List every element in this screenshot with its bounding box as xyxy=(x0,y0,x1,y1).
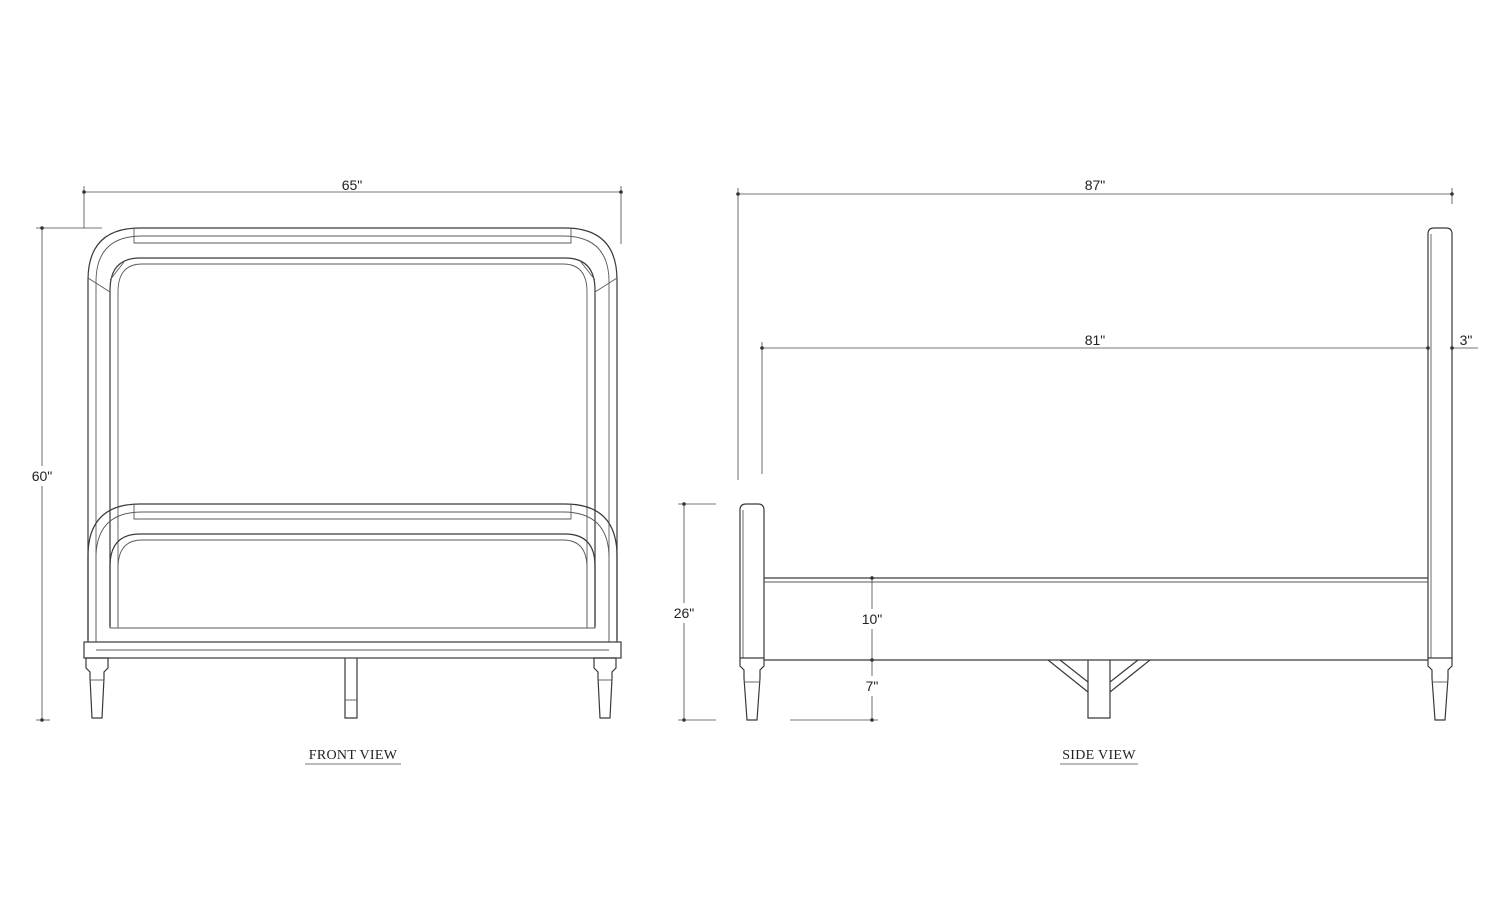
clearance-label: 7" xyxy=(866,678,879,694)
side-inner-length-label: 81" xyxy=(1085,332,1106,348)
side-length-label: 87" xyxy=(1085,177,1106,193)
side-view-title: SIDE VIEW xyxy=(1062,748,1136,763)
front-height-label: 60" xyxy=(32,468,53,484)
rail-height-dimension: 10" xyxy=(856,576,888,662)
front-width-label: 65" xyxy=(342,177,363,193)
footboard-outer xyxy=(87,503,618,642)
headboard-outer xyxy=(87,227,618,640)
side-center-support xyxy=(1047,659,1151,719)
front-view-drawing: 65" 60" FRONT VIEW xyxy=(28,177,623,765)
front-leg-right xyxy=(593,657,617,719)
side-length-dimension: 87" xyxy=(736,177,1454,480)
front-height-dimension: 60" xyxy=(28,226,102,722)
center-support xyxy=(344,658,358,719)
footboard-inner xyxy=(109,533,596,628)
clearance-dimension: 7" xyxy=(790,660,884,722)
front-leg-left xyxy=(85,657,109,719)
side-inner-length-dimension: 81" xyxy=(760,332,1430,474)
front-width-dimension: 65" xyxy=(82,177,623,244)
post-width-dimension: 3" xyxy=(1450,332,1478,350)
post-width-label: 3" xyxy=(1460,332,1473,348)
footboard-height-label: 26" xyxy=(674,605,695,621)
rail-height-label: 10" xyxy=(862,611,883,627)
footboard-height-dimension: 26" xyxy=(670,502,716,722)
side-view-drawing: 87" 81" 3" 26" xyxy=(670,177,1478,765)
side-leg-right xyxy=(1427,657,1453,721)
footboard-post xyxy=(739,503,765,658)
front-view-title: FRONT VIEW xyxy=(309,748,398,763)
headboard-inner xyxy=(109,257,596,626)
side-leg-left xyxy=(739,657,765,721)
headboard-post xyxy=(1427,227,1453,658)
